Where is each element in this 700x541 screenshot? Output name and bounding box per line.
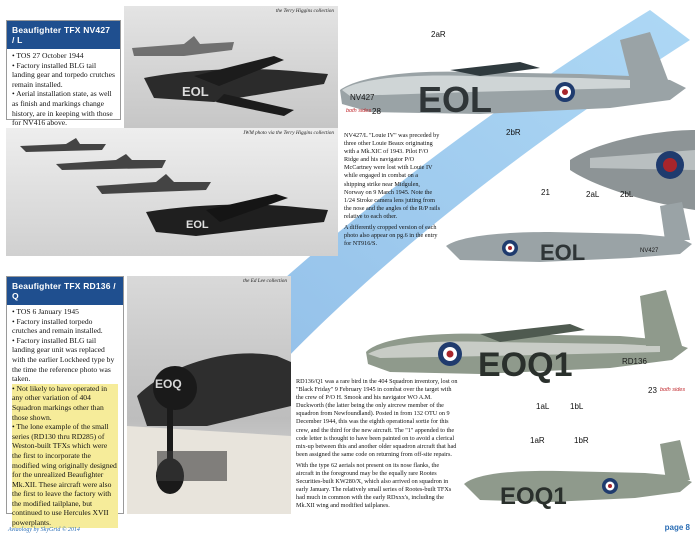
rd136-photo-code: EOQ: [155, 377, 182, 391]
callout-23: 23: [648, 386, 657, 395]
nv427-side-profile: EOL NV427: [340, 32, 686, 120]
bullet: • Not likely to have operated in any oth…: [12, 383, 118, 423]
nv427-paragraph: NV427/L "Louie IV" was preceded by three…: [344, 132, 440, 220]
bullet: • TOS 6 January 1945: [12, 307, 79, 316]
callout-2aR: 2aR: [431, 30, 446, 39]
rd136-side-profile: EOQ1 RD136: [366, 290, 688, 384]
nv427-info-box: Beaufighter TFX NV427 / L • TOS 27 Octob…: [6, 20, 121, 127]
page-number: page 8: [664, 523, 690, 532]
formation-code-text: EOL: [186, 219, 209, 231]
callout-1bL: 1bL: [570, 402, 584, 411]
bullet: • Factory installed BLG tail landing gea…: [12, 335, 115, 384]
rd136-paragraph-2: With the type 62 aerials not present on …: [296, 461, 452, 510]
nv427-left-serial: NV427: [640, 248, 659, 254]
bullet: • Factory installed BLG tail landing gea…: [12, 60, 115, 89]
rd136-photo-image: EOQ: [127, 276, 291, 514]
photo-credit-rd136: the Ed Lee collection: [243, 278, 287, 284]
rd136-header: Beaufighter TFX RD136 / Q: [7, 277, 123, 305]
nv427-formation-photo: EOL IWM photo via the Terry Higgins coll…: [6, 128, 338, 256]
nv427-code: EOL: [418, 79, 492, 120]
nv427-photo-top: EOL the Terry Higgins collection: [124, 6, 338, 128]
rd136-paragraph-1: RD136/Q1 was a rare bird in the 404 Squa…: [296, 378, 458, 458]
nv427-top-view: [570, 130, 695, 210]
rd136-right-profile: EOQ1: [464, 440, 692, 510]
nv427-left-code: EOL: [540, 240, 585, 265]
rd136-info-box: Beaufighter TFX RD136 / Q • TOS 6 Januar…: [6, 276, 124, 528]
aircraft-photo-image: EOL: [124, 6, 338, 128]
callout-28: 28: [372, 107, 381, 116]
nv427-left-profile: EOL NV427: [446, 202, 692, 265]
callout-both-sides: both sides: [346, 108, 372, 114]
formation-photo-image: EOL: [6, 128, 338, 256]
photo-code-text: EOL: [182, 84, 209, 99]
callout-1aL: 1aL: [536, 402, 550, 411]
nv427-description: NV427/L "Louie IV" was preceded by three…: [344, 132, 440, 251]
callout-2aL: 2aL: [586, 190, 600, 199]
nv427-header: Beaufighter TFX NV427 / L: [7, 21, 120, 49]
rd136-description: RD136/Q1 was a rare bird in the 404 Squa…: [296, 378, 458, 514]
footer-credit: Aviaology by SkyGrid © 2014: [8, 527, 80, 533]
bullet: • TOS 27 October 1944: [12, 51, 84, 60]
bullet: • The lone example of the small series (…: [12, 422, 118, 528]
nv427-bullets: • TOS 27 October 1944 • Factory installe…: [7, 49, 120, 130]
callout-1aR: 1aR: [530, 436, 545, 445]
callout-2bR: 2bR: [506, 128, 521, 137]
rd136-serial: RD136: [622, 357, 647, 366]
bullet: • Factory installed torpedo crutches and…: [12, 316, 103, 336]
photo-credit-formation: IWM photo via the Terry Higgins collecti…: [243, 130, 334, 136]
callout-both-sides-2: both sides: [660, 387, 686, 393]
rd136-right-code: EOQ1: [500, 483, 567, 510]
nv427-serial: NV427: [350, 93, 375, 102]
photo-credit-top: the Terry Higgins collection: [275, 8, 334, 14]
bullet: • Aerial installation state, as well as …: [12, 89, 113, 128]
callout-21: 21: [541, 188, 550, 197]
rd136-photo: EOQ the Ed Lee collection: [127, 276, 291, 514]
rd136-bullets: • TOS 6 January 1945 • Factory installed…: [7, 305, 123, 530]
callout-1bR: 1bR: [574, 436, 589, 445]
callout-2bL: 2bL: [620, 190, 634, 199]
rd136-code: EOQ1: [478, 346, 572, 384]
nv427-paragraph-2: A differently cropped version of each ph…: [344, 224, 438, 248]
